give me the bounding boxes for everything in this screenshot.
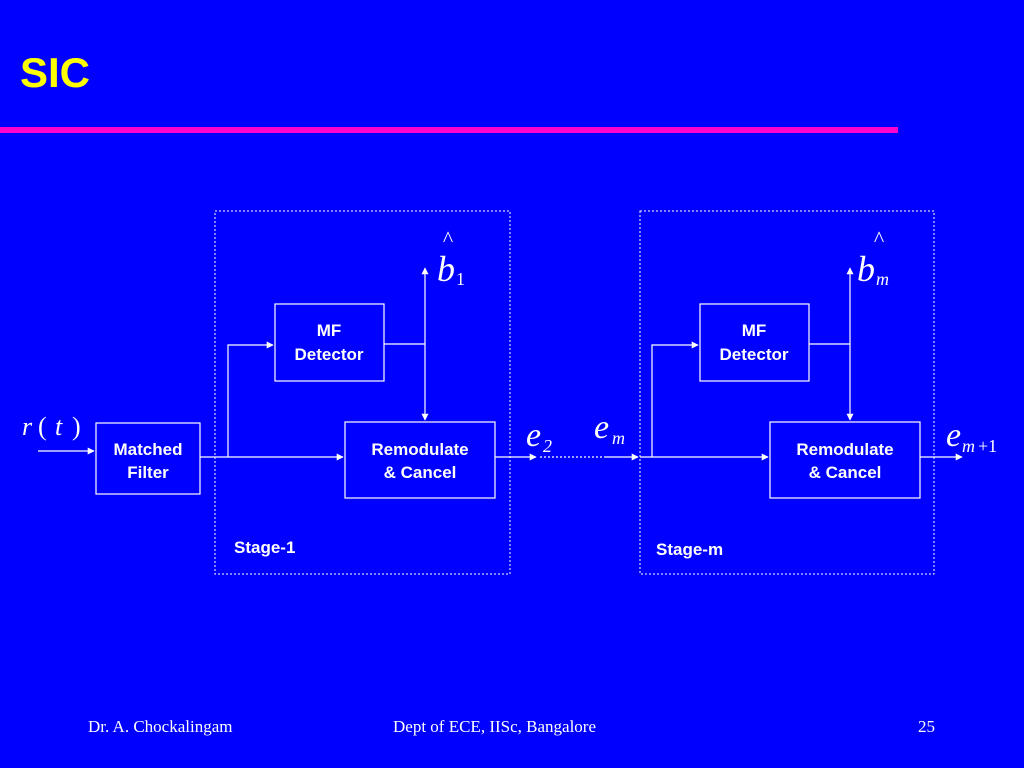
footer-author: Dr. A. Chockalingam [88, 717, 233, 736]
svg-text:Remodulate: Remodulate [796, 440, 893, 459]
stage-1-label: Stage-1 [234, 538, 295, 557]
svg-text:e: e [526, 417, 541, 454]
svg-text:+1: +1 [978, 436, 997, 456]
slide-number: 25 [918, 717, 935, 736]
e2-label: e 2 [526, 417, 552, 456]
stage1-branch-to-mf [227, 341, 274, 457]
svg-text:): ) [72, 412, 81, 441]
stagem-remodulate-cancel-block: Remodulate & Cancel [769, 421, 921, 499]
matched-filter-block: Matched Filter [95, 422, 201, 495]
svg-text:Detector: Detector [720, 345, 789, 364]
svg-text:& Cancel: & Cancel [809, 463, 882, 482]
slide-title: SIC [20, 49, 91, 96]
stagem-mf-detector-block: MF Detector [699, 303, 810, 382]
svg-text:MF: MF [742, 321, 767, 340]
stage-1-box [214, 210, 511, 575]
svg-text:MF: MF [317, 321, 342, 340]
em-plus-1-label: e m +1 [946, 417, 997, 456]
svg-text:Remodulate: Remodulate [371, 440, 468, 459]
svg-text:(: ( [38, 412, 47, 441]
svg-text:b: b [857, 249, 875, 289]
stagem-branch-to-mf [651, 341, 699, 457]
stage-m-box [639, 210, 935, 575]
em-label: e m [594, 409, 625, 448]
svg-text:Filter: Filter [127, 463, 169, 482]
stage1-remodulate-cancel-block: Remodulate & Cancel [344, 421, 496, 499]
footer-department: Dept of ECE, IISc, Bangalore [393, 717, 596, 736]
svg-text:e: e [946, 417, 961, 454]
svg-text:m: m [962, 436, 975, 456]
svg-text:Matched: Matched [114, 440, 183, 459]
svg-text:& Cancel: & Cancel [384, 463, 457, 482]
svg-text:2: 2 [543, 436, 552, 456]
svg-text:^: ^ [443, 226, 454, 251]
title-underline [0, 127, 898, 133]
svg-text:Detector: Detector [295, 345, 364, 364]
svg-text:1: 1 [456, 269, 465, 289]
stage1-mf-detector-block: MF Detector [274, 303, 385, 382]
stage-m-label: Stage-m [656, 540, 723, 559]
svg-text:t: t [55, 412, 63, 441]
svg-text:e: e [594, 409, 609, 446]
stagem-b-hat-label: ^ b m [857, 226, 889, 289]
svg-text:r: r [22, 412, 33, 441]
svg-text:b: b [437, 249, 455, 289]
svg-text:^: ^ [874, 226, 885, 251]
svg-text:m: m [612, 428, 625, 448]
svg-text:m: m [876, 269, 889, 289]
stage1-b-hat-label: ^ b 1 [437, 226, 465, 289]
input-signal-label: r ( t ) [22, 412, 81, 441]
